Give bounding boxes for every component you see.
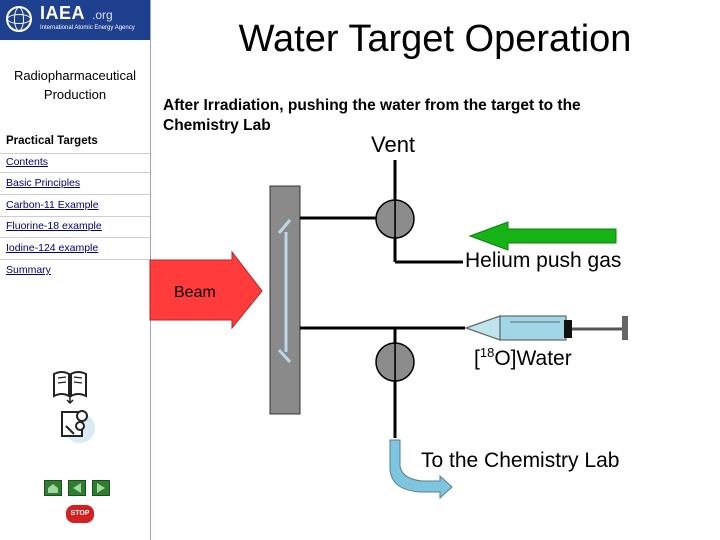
water-label: [18O]Water: [474, 345, 572, 371]
nav-item-summary[interactable]: Summary: [6, 264, 51, 276]
water-label-suffix: O]Water: [494, 347, 572, 370]
nav-item-basic-principles[interactable]: Basic Principles: [6, 177, 81, 189]
sidebar: IAEA .org International Atomic Energy Ag…: [0, 0, 151, 540]
beam-arrow: [149, 250, 263, 330]
iaea-logo[interactable]: IAEA .org International Atomic Energy Ag…: [0, 0, 150, 40]
current-page-label: Practical Targets: [6, 135, 98, 147]
water-isotope: 18: [479, 345, 495, 360]
tools-icon[interactable]: [56, 404, 96, 444]
chemistry-lab-label: To the Chemistry Lab: [421, 449, 620, 472]
section-title: Radiopharmaceutical Production: [13, 68, 137, 102]
nav-item-iodine-124[interactable]: Iodine-124 example: [6, 242, 99, 254]
nav-item-carbon-11[interactable]: Carbon-11 Example: [6, 199, 99, 211]
vent-label: Vent: [371, 132, 416, 157]
output-pipe: [389, 439, 453, 500]
nav-divider: [0, 237, 150, 238]
nav-divider: [0, 153, 150, 154]
nav-item-contents[interactable]: Contents: [6, 156, 49, 168]
page-title: Water Target Operation: [238, 18, 632, 60]
logo-tagline: International Atomic Energy Agency: [40, 25, 135, 31]
book-icon[interactable]: [50, 364, 90, 404]
target-port-lower: [277, 348, 292, 364]
nav-divider: [0, 194, 150, 195]
forward-arrow-icon: [97, 483, 105, 493]
lower-valve[interactable]: [375, 342, 415, 382]
nav-divider: [0, 172, 150, 173]
page-subtitle: After Irradiation, pushing the water fro…: [163, 97, 581, 134]
upper-valve[interactable]: [375, 199, 415, 239]
target-port-upper: [277, 219, 292, 234]
back-button[interactable]: [68, 480, 86, 496]
logo-suffix: .org: [92, 8, 113, 22]
home-button[interactable]: [44, 480, 62, 496]
helium-arrow: [468, 221, 617, 251]
back-arrow-icon: [73, 483, 81, 493]
forward-button[interactable]: [92, 480, 110, 496]
logo-name: IAEA: [40, 3, 86, 23]
helium-label: Helium push gas: [465, 249, 622, 272]
stop-button[interactable]: STOP: [66, 505, 94, 523]
nav-divider: [0, 216, 150, 217]
syringe-icon: [464, 315, 628, 341]
water-label-prefix: [: [474, 347, 480, 370]
home-icon: [48, 484, 58, 493]
nav-divider: [0, 259, 150, 260]
nav-item-fluorine-18[interactable]: Fluorine-18 example: [6, 220, 102, 232]
globe-icon: [6, 6, 32, 32]
beam-label: Beam: [174, 284, 216, 301]
